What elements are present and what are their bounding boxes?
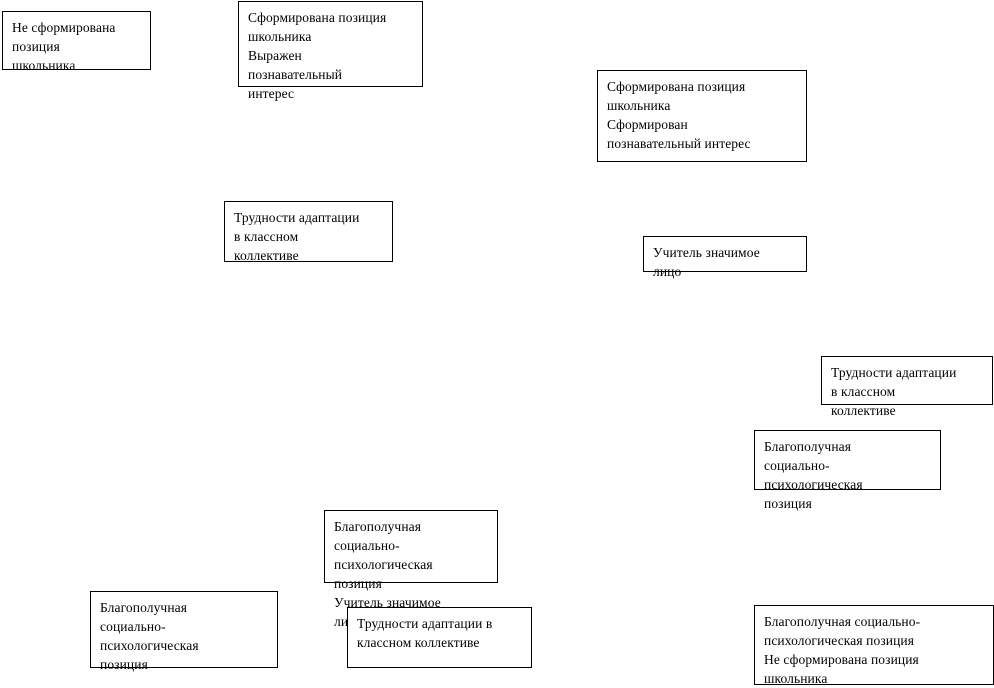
box-adaptation-difficulties: Трудности адаптации в классном коллектив… [224, 201, 393, 263]
box-text: Не сформирована позиция школьника [12, 20, 116, 73]
box-text: Благополучная социально- психологическая… [764, 614, 921, 686]
box-position-not-formed: Не сформирована позиция школьника [2, 11, 151, 73]
box-text: Учитель значимое лицо [653, 245, 760, 279]
box-text: Благополучная социально- психологическая… [100, 600, 199, 672]
box-favorable-position-not-formed: Благополучная социально- психологическая… [754, 605, 994, 686]
box-adaptation-difficulties-bottom: Трудности адаптации в классном коллектив… [347, 607, 532, 668]
box-teacher-significant: Учитель значимое лицо [643, 236, 807, 279]
box-favorable-position-right: Благополучная социально- психологическая… [754, 430, 941, 511]
box-text: Сформирована позиция школьника Сформиров… [607, 79, 751, 151]
box-text: Трудности адаптации в классном коллектив… [234, 210, 360, 263]
box-text: Сформирована позиция школьника Выражен п… [248, 10, 387, 101]
box-position-formed-interest-expressed: Сформирована позиция школьника Выражен п… [238, 1, 423, 101]
box-favorable-position-left: Благополучная социально- психологическая… [90, 591, 278, 672]
box-position-formed-interest-formed: Сформирована позиция школьника Сформиров… [597, 70, 807, 162]
box-favorable-position-teacher: Благополучная социально- психологическая… [324, 510, 498, 629]
box-text: Благополучная социально- психологическая… [764, 439, 863, 511]
box-text: Трудности адаптации в классном коллектив… [357, 616, 493, 650]
box-text: Трудности адаптации в классном коллектив… [831, 365, 957, 418]
box-adaptation-difficulties-right: Трудности адаптации в классном коллектив… [821, 356, 993, 418]
